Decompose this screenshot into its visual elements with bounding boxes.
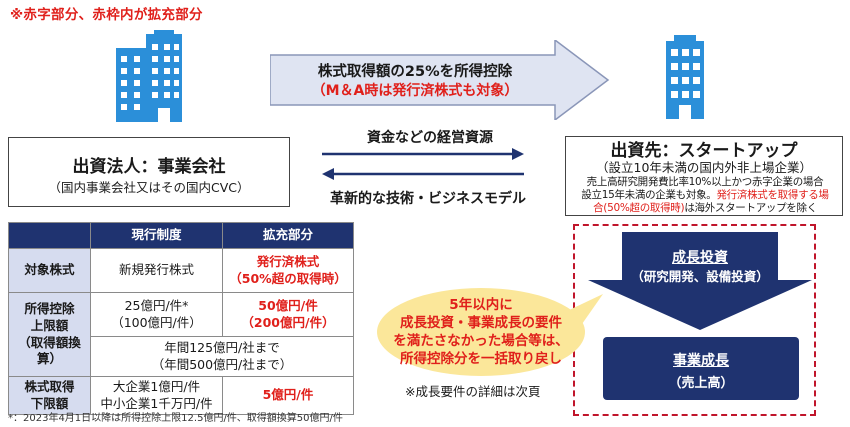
investor-title: 出資法人：事業会社 — [72, 157, 226, 177]
growth-investment-title: 成長投資 — [672, 250, 728, 266]
tax-deduction-arrow — [270, 40, 610, 120]
deduction-rate-label: 株式取得額の25%を所得控除 — [317, 64, 513, 80]
table-row: 年間125億円/社まで（年間500億円/社まで） — [9, 336, 354, 377]
cell-expanded-min: 5億円/件 — [222, 376, 354, 415]
table-header-current: 現行制度 — [90, 222, 223, 249]
startup-title: 出資先：スタートアップ — [610, 141, 798, 161]
table-header-blank — [8, 222, 91, 249]
startup-building-icon — [666, 35, 704, 119]
bubble-line-2: 成長投資・事業成長の要件 — [400, 315, 562, 331]
bubble-line-1: 5年以内に — [449, 297, 513, 313]
business-growth-subtitle: （売上高） — [668, 376, 734, 391]
startup-condition-3: 合(50%超の取得時)は海外スタートアップを除く — [593, 202, 817, 214]
row-label-deduction-cap: 所得控除上限額（取得額換算） — [8, 292, 91, 377]
cell-current-cap: 25億円/件*（100億円/件） — [90, 292, 223, 337]
row-label-target-shares: 対象株式 — [8, 248, 91, 293]
bubble-line-4: 所得控除分を一括取り戻し — [400, 351, 562, 367]
cell-annual-cap: 年間125億円/社まで（年間500億円/社まで） — [90, 336, 354, 377]
growth-investment-subtitle: （研究開発、設備投資） — [631, 269, 769, 284]
table-header-row: 現行制度 拡充部分 — [8, 222, 354, 249]
table-row: 株式取得下限額 大企業1億円/件中小企業1千万円/件 5億円/件 — [8, 376, 354, 415]
investor-subtitle: （国内事業会社又はその国内CVC） — [48, 180, 250, 195]
table-header-expanded: 拡充部分 — [222, 222, 354, 249]
comparison-table: 現行制度 拡充部分 対象株式 新規発行株式 発行済株式（50%超の取得時） 所得… — [8, 222, 354, 415]
startup-box — [565, 136, 843, 216]
cell-current-min: 大企業1億円/件中小企業1千万円/件 — [90, 376, 223, 415]
startup-condition-2: 設立15年未満の企業も対象。発行済株式を取得する場 — [581, 189, 829, 201]
clawback-bubble — [377, 288, 603, 376]
startup-subtitle: （設立10年未満の国内外非上場企業） — [596, 160, 812, 175]
cell-current-target: 新規発行株式 — [90, 248, 223, 293]
footnote: *：2023年4月1日以降は所得控除上限12.5億円/件、取得額換算50億円/件 — [8, 413, 343, 424]
flow-arrows — [322, 148, 524, 180]
resources-flow-label: 資金などの経営資源 — [367, 130, 493, 146]
business-growth-box — [603, 337, 799, 400]
growth-investment-arrow — [588, 232, 812, 330]
business-growth-title: 事業成長 — [673, 353, 729, 369]
investor-box — [8, 137, 290, 207]
growth-detail-note: ※成長要件の詳細は次頁 — [405, 384, 541, 399]
startup-condition-1: 売上高研究開発費比率10%以上かつ赤字企業の場合 — [586, 176, 824, 188]
cell-expanded-target: 発行済株式（50%超の取得時） — [222, 248, 354, 293]
bubble-line-3: を満たさなかった場合等は、 — [393, 333, 569, 349]
office-building-icon — [116, 30, 182, 122]
technology-flow-label: 革新的な技術・ビジネスモデル — [330, 191, 526, 207]
ma-coverage-label: （M＆A時は発行済株式も対象） — [311, 83, 519, 99]
table-row: 対象株式 新規発行株式 発行済株式（50%超の取得時） — [8, 248, 354, 293]
cell-expanded-cap: 50億円/件（200億円/件） — [222, 292, 354, 337]
expansion-note: ※赤字部分、赤枠内が拡充部分 — [10, 7, 203, 23]
table-row: 所得控除上限額（取得額換算） 25億円/件*（100億円/件） 50億円/件（2… — [8, 292, 354, 377]
